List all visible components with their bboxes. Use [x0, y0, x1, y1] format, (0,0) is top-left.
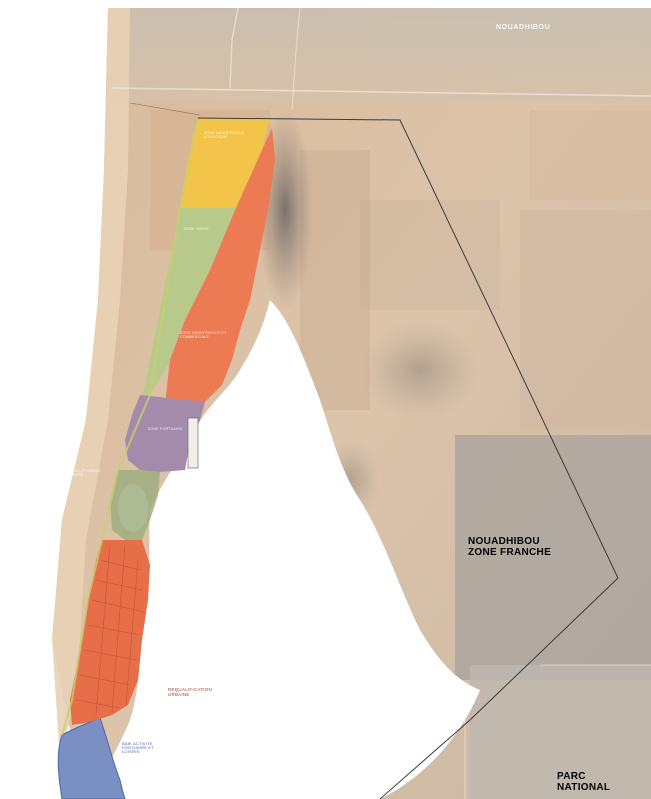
urban-note-line1: REQUALIFICATION: [168, 687, 212, 692]
zone-urban[interactable]: [70, 540, 150, 725]
free-zone-label-line1: NOUADHIBOU: [468, 536, 540, 547]
coast-note-label: FRANGE LITTORALE PROTEGEE: [62, 469, 101, 477]
bay-water: [95, 300, 480, 799]
port-facility: [187, 417, 199, 469]
urban-note-label: REQUALIFICATION URBAINE: [168, 687, 212, 697]
top-region-label: NOUADHIBOU: [496, 24, 551, 31]
bay-note-label: BAIE ACTIVITE PORTUAIRE ET LOISIRS: [122, 741, 154, 755]
park-label-line2: NATIONAL: [557, 781, 611, 793]
zone-green-coastal: [110, 470, 160, 540]
free-zone-boundary[interactable]: [197, 117, 619, 799]
urban-texture: [75, 544, 145, 716]
zone-green[interactable]: [140, 208, 236, 410]
free-zone-label-line2: ZONE FRANCHE: [468, 546, 552, 558]
zone-purple-label: ZONE PORTUAIRE: [148, 427, 183, 431]
park-label-line1: PARC: [557, 771, 586, 782]
zone-orange-label: ZONE INDUSTRIELLE ET COMMERCIALE: [180, 331, 227, 339]
zone-purple[interactable]: [125, 395, 205, 472]
zone-yellow[interactable]: [180, 118, 270, 208]
zone-green-label: ZONE VERTE: [184, 227, 209, 231]
free-zone-label: NOUADHIBOU ZONE FRANCHE: [468, 536, 552, 558]
national-park-label: PARC NATIONAL: [557, 771, 611, 793]
zone-orange[interactable]: [165, 128, 275, 405]
coastal-strip-line: [61, 117, 199, 736]
urban-note-line2: URBAINE: [168, 691, 190, 697]
zone-yellow-label: ZONE INDUSTRIELLE LOGISTIQUE: [204, 131, 245, 139]
